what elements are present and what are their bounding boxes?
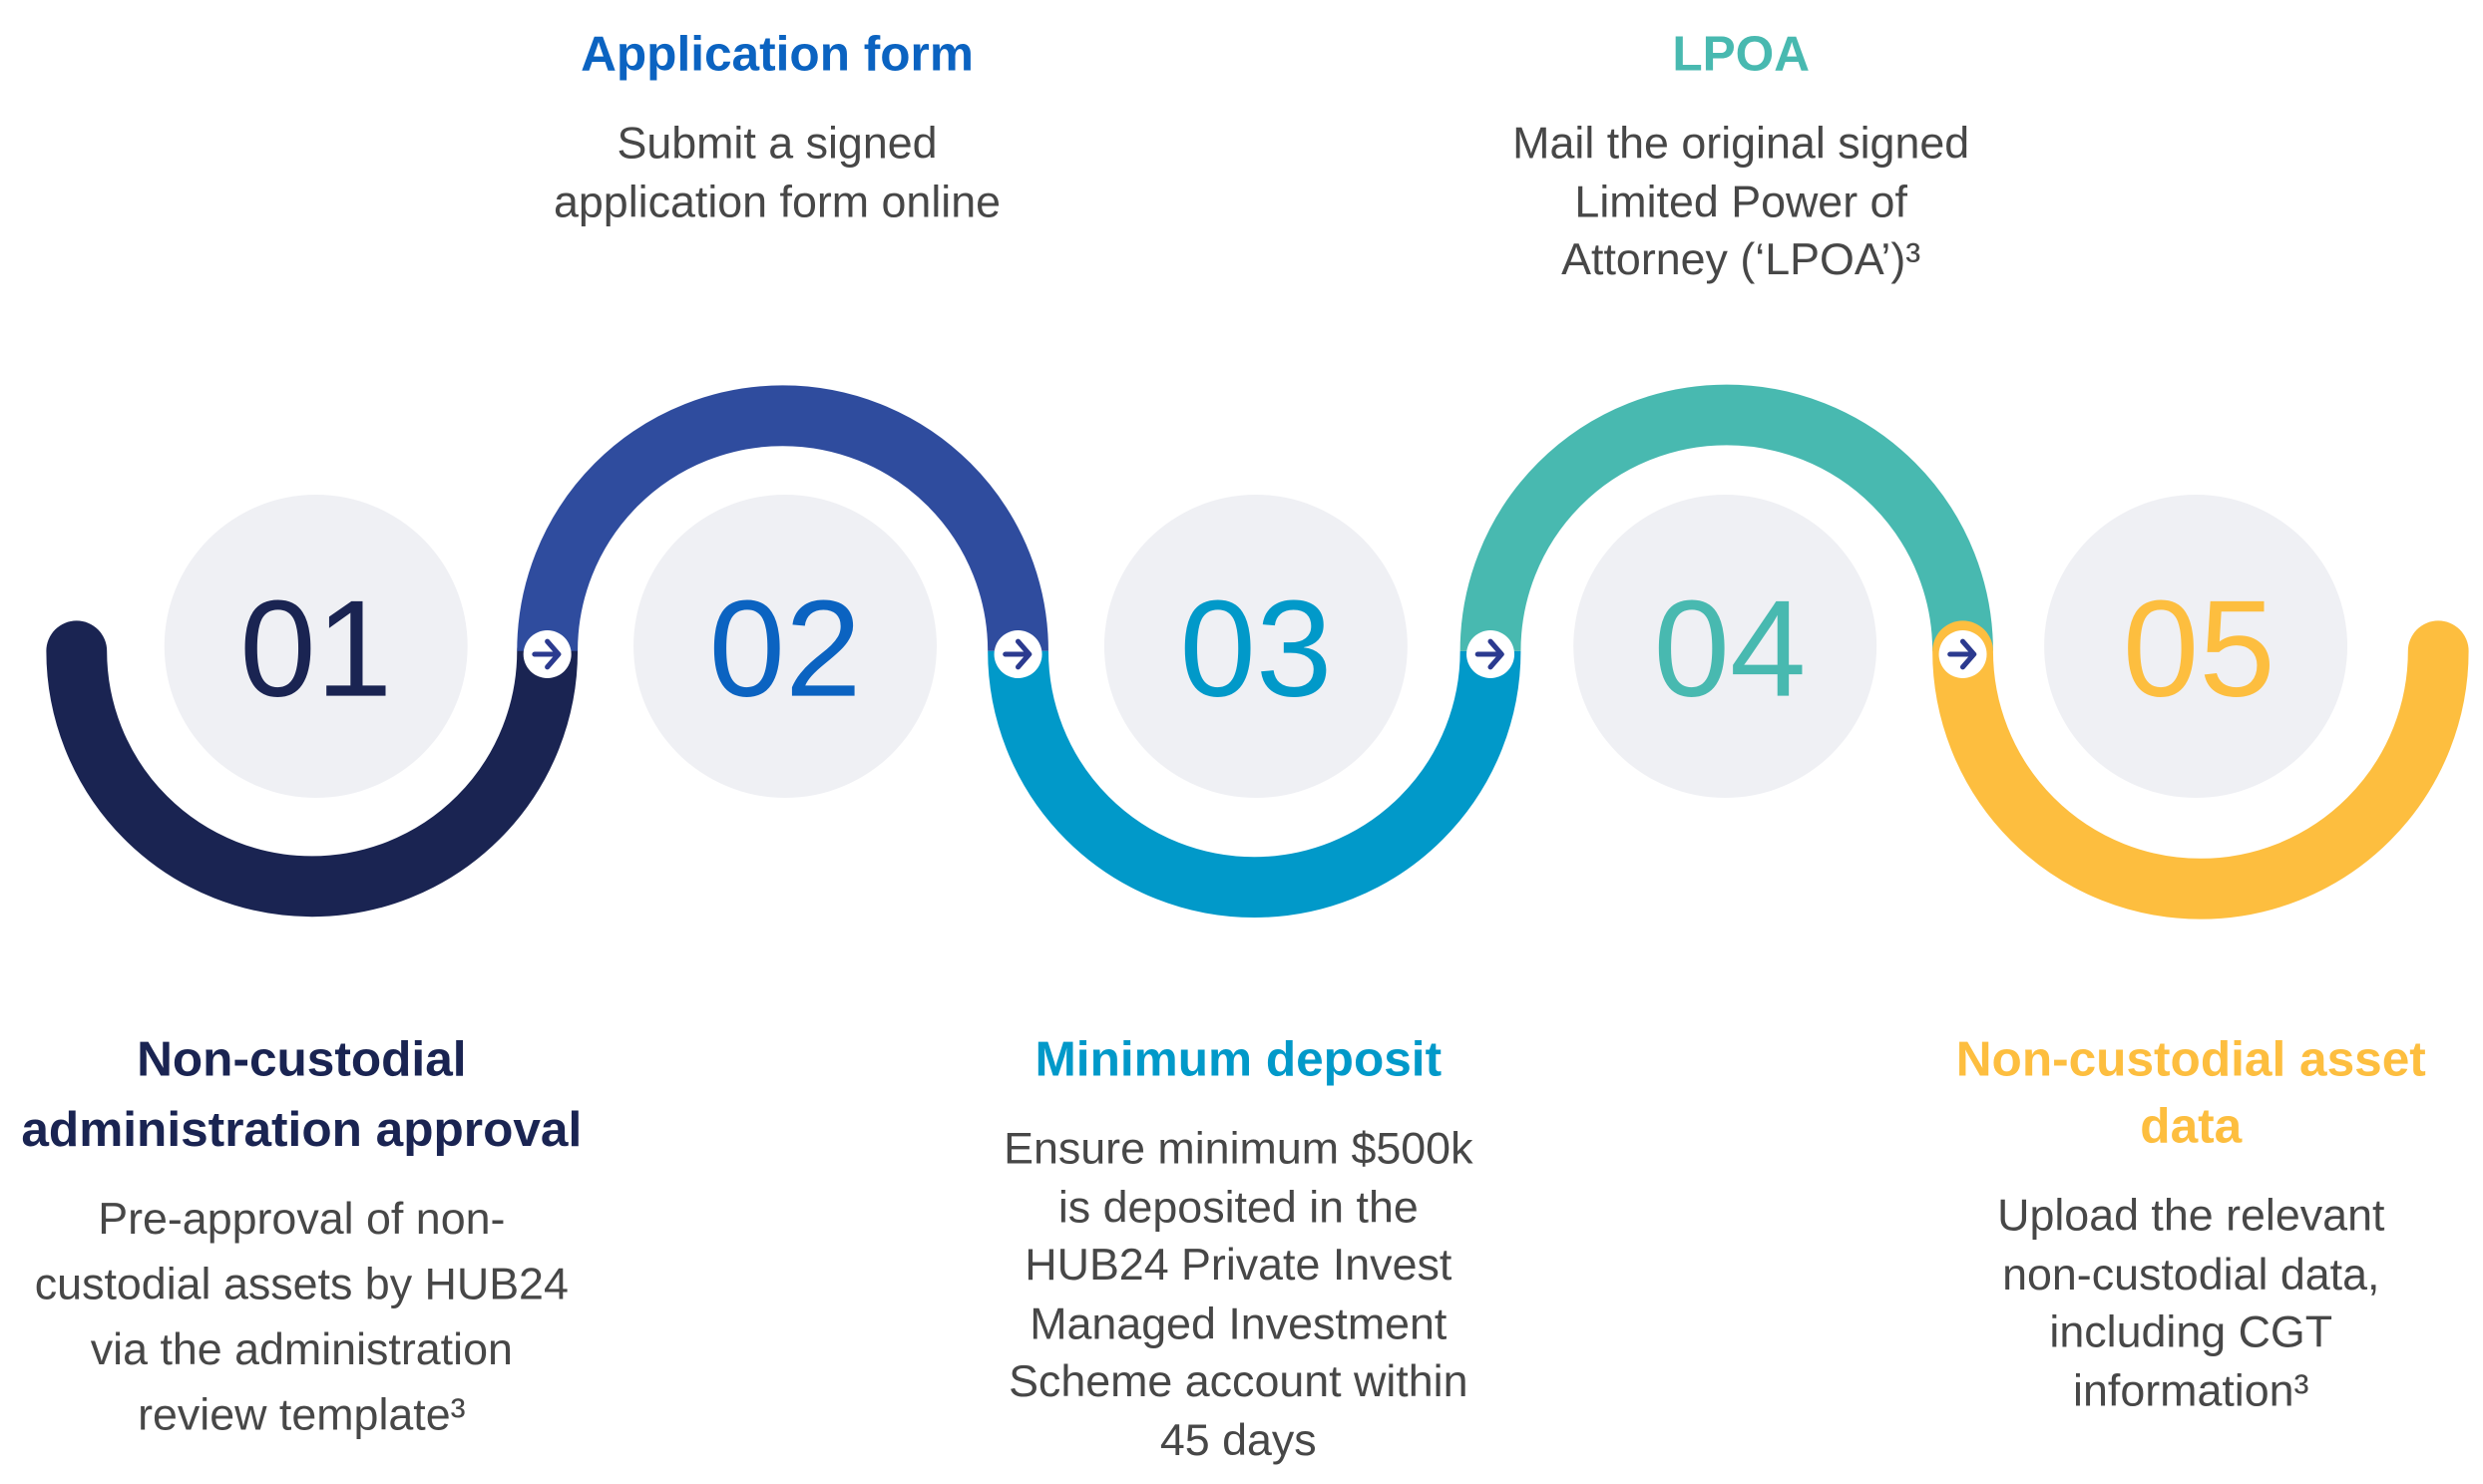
step-3-desc-line: HUB24 Private Invest [1025,1240,1452,1290]
arrow-right-circle-icon [994,630,1042,678]
step-3-desc-line: 45 days [1160,1415,1317,1465]
step-4-label: LPOA Mail the original signed Limited Po… [1512,25,1969,284]
step-1-desc-line: custodial assets by HUB24 [35,1259,569,1308]
step-5-desc-line: Upload the relevant [1997,1191,2385,1241]
step-2-desc-line: Submit a signed [617,118,937,168]
step-2-number: 02 [709,572,862,726]
number-circles [164,495,2348,798]
step-1-number: 01 [239,572,392,726]
step-1-title: administration approval [21,1101,582,1157]
step-4-circle [1573,495,1877,798]
step-1-arc [46,620,579,918]
step-5-desc-line: non-custodial data, [2002,1250,2379,1299]
step-4-arc [1459,384,1993,651]
step-2-arc [517,385,1048,651]
step-5-title: Non-custodial asset [1956,1030,2426,1086]
step-1-desc-line: via the administration [91,1324,513,1374]
step-3-arc [988,650,1521,918]
step-3-desc-line: Scheme account within [1009,1356,1467,1406]
arrow-right-circle-icon [1466,630,1515,678]
step-4-number: 04 [1653,572,1806,726]
step-4-desc-line: Mail the original signed [1512,118,1969,168]
step-4-desc-line: Limited Power of [1574,178,1907,227]
step-5-title: data [2140,1098,2242,1154]
step-1-desc-line: Pre-approval of non- [98,1194,505,1244]
step-2-circle [633,495,937,798]
step-3-number: 03 [1179,572,1332,726]
step-5-circle [2044,495,2348,798]
connectors [523,630,1987,678]
step-3-label: Minimum deposit Ensure minimum $500k is … [1004,1030,1473,1465]
step-1-label: Non-custodial administration approval Pr… [21,1030,582,1439]
step-1-desc-line: review template³ [138,1390,466,1440]
step-1-circle [164,495,468,798]
step-2-label: Application form Submit a signed applica… [554,25,1001,226]
arrow-right-circle-icon [523,630,572,678]
step-2-title: Application form [581,25,974,81]
step-3-desc-line: is deposited in the [1058,1183,1419,1233]
step-5-arc [1932,620,2469,920]
step-5-label: Non-custodial asset data Upload the rele… [1956,1030,2426,1415]
wave-path [46,384,2469,920]
step-3-circle [1103,495,1408,798]
step-5-desc-line: including CGT [2049,1306,2332,1356]
step-3-title: Minimum deposit [1035,1030,1443,1086]
arrow-right-circle-icon [1938,630,1987,678]
step-5-desc-line: information³ [2073,1366,2308,1416]
step-1-title: Non-custodial [137,1030,466,1086]
step-3-desc-line: Ensure minimum $500k [1004,1123,1473,1173]
step-2-desc-line: application form online [554,178,1001,227]
step-4-desc-line: Attorney (‘LPOA’)³ [1561,234,1920,284]
step-5-number: 05 [2123,572,2276,726]
step-3-desc-line: Managed Investment [1030,1298,1448,1348]
step-numbers: 01 02 03 04 05 [239,572,2276,726]
step-4-title: LPOA [1672,25,1810,81]
